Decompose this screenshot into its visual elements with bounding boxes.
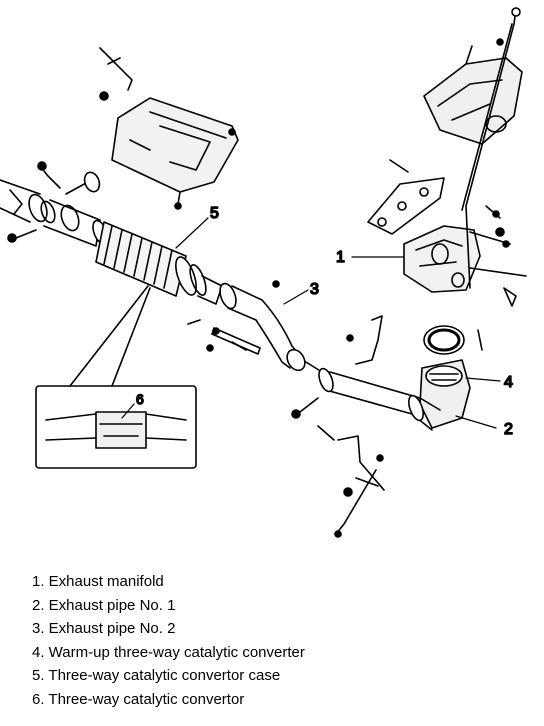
exhaust-system-diagram: 1 2 3 4 5 6 bbox=[0, 7, 527, 538]
legend-item: 3. Exhaust pipe No. 2 bbox=[32, 620, 176, 638]
callout-6: 6 bbox=[136, 391, 144, 407]
oxygen-sensor bbox=[37, 161, 101, 195]
parts-legend: 1. Exhaust manifold 2. Exhaust pipe No. … bbox=[32, 570, 532, 712]
exhaust-pipe-no-2 bbox=[219, 282, 323, 373]
catalytic-convertor-case bbox=[95, 221, 223, 305]
callout-4: 4 bbox=[504, 374, 513, 391]
callout-leaders bbox=[121, 217, 501, 429]
manifold-stay-and-bolts bbox=[389, 7, 527, 351]
legend-item: 4. Warm-up three-way catalytic converter bbox=[32, 643, 305, 661]
catalytic-convertor-detail-inset bbox=[35, 385, 197, 469]
legend-item: 1. Exhaust manifold bbox=[32, 573, 164, 590]
callout-1: 1 bbox=[336, 249, 345, 266]
pipe-no-2-hardware bbox=[187, 280, 280, 355]
heat-shield-bolt bbox=[99, 47, 133, 101]
pipe-no-1-brackets bbox=[291, 315, 385, 538]
exhaust-pipe-no-1 bbox=[318, 367, 441, 431]
warm-up-three-way-catalytic-converter bbox=[419, 359, 471, 429]
inset-leader-lines bbox=[69, 285, 151, 387]
legend-item: 6. Three-way catalytic convertor bbox=[32, 690, 245, 708]
exhaust-manifold bbox=[403, 225, 481, 293]
callout-5: 5 bbox=[210, 205, 219, 222]
manifold-gasket bbox=[367, 177, 445, 235]
upper-heat-shield bbox=[111, 97, 239, 210]
legend-item: 2. Exhaust pipe No. 1 bbox=[32, 596, 176, 614]
converter-gasket bbox=[423, 325, 465, 355]
callout-3: 3 bbox=[310, 281, 319, 298]
manifold-heat-shield bbox=[423, 45, 523, 145]
legend-item: 5. Three-way catalytic convertor case bbox=[32, 667, 281, 685]
callout-2: 2 bbox=[504, 421, 513, 438]
